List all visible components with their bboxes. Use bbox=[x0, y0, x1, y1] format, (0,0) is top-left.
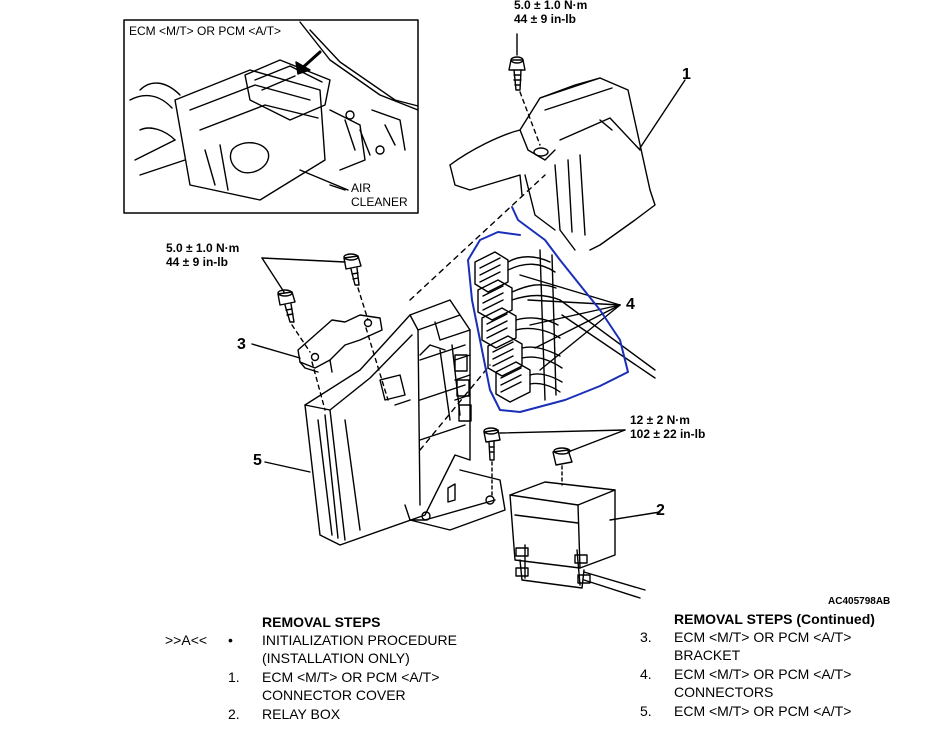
cover-bolt bbox=[508, 33, 541, 146]
torque-top-line1: 5.0 ± 1.0 N·m bbox=[514, 0, 588, 12]
bracket-bolts bbox=[261, 253, 389, 411]
callout-4: 4 bbox=[626, 296, 635, 313]
ecm-connectors bbox=[474, 249, 656, 403]
callout-3: 3 bbox=[237, 336, 246, 353]
torque-relay-line1: 12 ± 2 N·m bbox=[630, 413, 690, 427]
inset-engine-bay bbox=[123, 19, 419, 214]
callout-2: 2 bbox=[656, 502, 665, 519]
leader-5 bbox=[264, 461, 311, 473]
torque-top-line2: 44 ± 9 in-lb bbox=[514, 12, 576, 26]
ecm-unit bbox=[304, 299, 506, 546]
torque-bracket-line2: 44 ± 9 in-lb bbox=[166, 255, 228, 269]
figure-id: AC405798AB bbox=[828, 596, 891, 607]
leader-3 bbox=[251, 343, 301, 359]
leader-1 bbox=[639, 79, 686, 149]
annotation-outline bbox=[467, 206, 629, 413]
connector-cover bbox=[449, 77, 656, 251]
torque-relay-line2: 102 ± 22 in-lb bbox=[630, 427, 706, 441]
torque-bracket-line1: 5.0 ± 1.0 N·m bbox=[166, 241, 240, 255]
callout-5: 5 bbox=[253, 452, 262, 469]
air-cleaner-label-1: AIR bbox=[351, 181, 372, 195]
leader-2 bbox=[609, 511, 661, 521]
air-cleaner-label-2: CLEANER bbox=[351, 195, 408, 209]
relay-box bbox=[483, 427, 646, 599]
ecm-bracket bbox=[297, 314, 383, 373]
inset-title: ECM <M/T> OR PCM <A/T> bbox=[129, 24, 282, 38]
callout-1: 1 bbox=[682, 66, 691, 83]
